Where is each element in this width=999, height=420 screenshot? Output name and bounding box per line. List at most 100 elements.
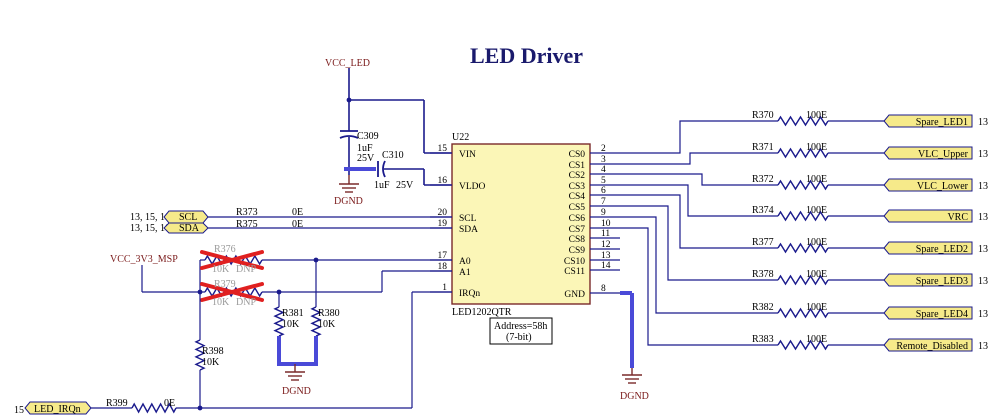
- scl-port-label: SCL: [179, 212, 197, 223]
- output-port[interactable]: [883, 209, 973, 223]
- r379-ref: R379: [214, 279, 236, 290]
- sda-sheets: 13, 15, 16: [130, 223, 170, 234]
- output-resistor: [777, 274, 829, 286]
- output-resistor-value: 100E: [806, 142, 827, 153]
- output-port-label: VLC_Lower: [917, 181, 969, 192]
- r380-resistor: [310, 306, 322, 337]
- c310-ref: C310: [382, 150, 404, 161]
- r380-value: 10K: [318, 319, 336, 330]
- c310-value: 1uF: [374, 180, 390, 191]
- ic-pin-number: 18: [438, 262, 448, 272]
- ic-pin-name: SDA: [459, 225, 478, 235]
- output-port[interactable]: [883, 146, 973, 160]
- output-sheet-ref: 13: [978, 276, 988, 287]
- ic-pin-number: 4: [601, 165, 606, 175]
- output-wire: [620, 216, 778, 314]
- ic-pin-number: 6: [601, 186, 606, 196]
- ic-pin-number: 11: [601, 229, 610, 239]
- ic-part: LED1202QTR: [452, 307, 512, 318]
- output-port[interactable]: [883, 241, 973, 255]
- output-resistor: [777, 210, 829, 222]
- ic-pin-name: CS9: [569, 246, 586, 256]
- pulldown-gnd-bus: [277, 336, 318, 366]
- ic-pin-name: CS3: [569, 182, 586, 192]
- r375-value: 0E: [292, 219, 303, 230]
- output-resistor: [777, 147, 829, 159]
- output-sheet-ref: 13: [978, 149, 988, 160]
- output-resistor-ref: R372: [752, 174, 774, 185]
- r376-ref: R376: [214, 244, 236, 255]
- irq-sheet: 15: [14, 405, 24, 416]
- output-resistor-value: 100E: [806, 174, 827, 185]
- dgnd-label-2: DGND: [282, 386, 311, 397]
- ic-pin-number: 14: [601, 261, 611, 271]
- ic-pin-number: 2: [601, 144, 606, 154]
- sda-port-label: SDA: [179, 223, 200, 234]
- ic-pin-name: CS7: [569, 225, 586, 235]
- output-resistor-ref: R383: [752, 334, 774, 345]
- vcc-3v3-label: VCC_3V3_MSP: [110, 254, 178, 265]
- ic-pin-name: VIN: [459, 150, 476, 160]
- r381-ref: R381: [282, 308, 304, 319]
- r399-resistor: [131, 402, 177, 414]
- output-wire: [620, 120, 778, 154]
- ic-pin-number: 19: [438, 219, 448, 229]
- output-resistor-ref: R374: [752, 205, 774, 216]
- output-resistor-ref: R370: [752, 110, 774, 121]
- output-port-label: Remote_Disabled: [896, 341, 968, 352]
- dgnd-label-1: DGND: [334, 196, 363, 207]
- output-port[interactable]: [883, 178, 973, 192]
- output-resistor-ref: R377: [752, 237, 774, 248]
- ic-pin-name: A1: [459, 268, 471, 278]
- r398-value: 10K: [202, 357, 220, 368]
- sda-port[interactable]: [163, 222, 209, 234]
- output-port[interactable]: [883, 114, 973, 128]
- output-resistor-value: 100E: [806, 302, 827, 313]
- ic-pin-name: SCL: [459, 214, 477, 224]
- output-sheet-ref: 13: [978, 244, 988, 255]
- output-port[interactable]: [883, 273, 973, 287]
- c309-voltage: 25V: [357, 153, 375, 164]
- output-wire: [620, 194, 778, 249]
- r380-ref: R380: [318, 308, 340, 319]
- r399-ref: R399: [106, 398, 128, 409]
- output-sheet-ref: 13: [978, 309, 988, 320]
- ic-pin-name: CS6: [569, 214, 586, 224]
- output-port-label: Spare_LED2: [916, 244, 968, 255]
- ic-pin-number: 15: [438, 144, 448, 154]
- c309-value: 1uF: [357, 143, 373, 154]
- page-title: LED Driver: [470, 43, 583, 68]
- c310-voltage: 25V: [396, 180, 414, 191]
- output-resistor-value: 100E: [806, 334, 827, 345]
- output-wire: [620, 184, 778, 217]
- vcc-led-label: VCC_LED: [325, 58, 370, 69]
- c310-plate-right: [382, 160, 386, 178]
- ic-ref: U22: [452, 132, 469, 143]
- ic-pin-name: VLDO: [459, 182, 486, 192]
- output-port[interactable]: [883, 338, 973, 352]
- ic-pin-name: IRQn: [459, 289, 480, 299]
- output-port-label: VRC: [947, 212, 968, 223]
- output-sheet-ref: 13: [978, 341, 988, 352]
- output-port-label: Spare_LED3: [916, 276, 968, 287]
- r379-value: 10K: [212, 297, 230, 308]
- ic-pin-name: CS11: [564, 267, 585, 277]
- ic-pin-number: 3: [601, 155, 606, 165]
- led-irq-port[interactable]: [24, 401, 92, 415]
- output-sheet-ref: 13: [978, 181, 988, 192]
- output-resistor-value: 100E: [806, 110, 827, 121]
- r398-ref: R398: [202, 346, 224, 357]
- output-resistor: [777, 179, 829, 191]
- ic-pin-number: 5: [601, 176, 606, 186]
- output-resistor-value: 100E: [806, 237, 827, 248]
- address-box: [489, 317, 553, 345]
- output-resistor-value: 100E: [806, 205, 827, 216]
- ic-pin-number: 1: [442, 283, 447, 293]
- output-wire: [620, 227, 778, 346]
- r381-resistor: [273, 306, 285, 337]
- output-port[interactable]: [883, 306, 973, 320]
- ic-body: [451, 143, 591, 305]
- ic-pin-name: GND: [564, 290, 585, 300]
